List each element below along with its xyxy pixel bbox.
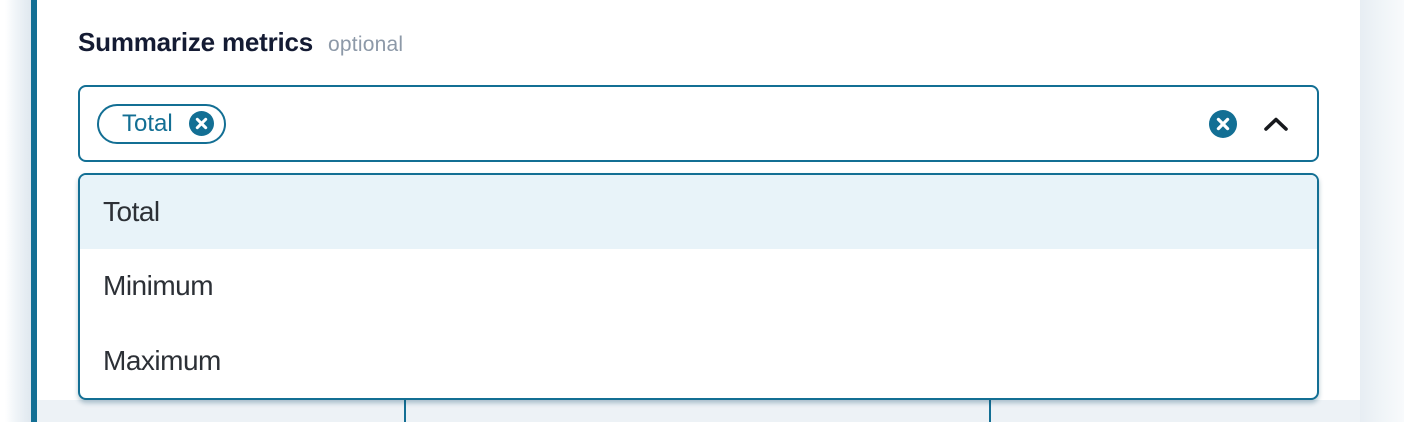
dropdown-option-minimum[interactable]: Minimum (103, 270, 214, 302)
summarize-metrics-select[interactable]: Total (78, 85, 1319, 162)
clear-selection-icon[interactable] (1209, 109, 1237, 138)
chevron-up-icon[interactable] (1263, 116, 1289, 132)
summarize-metrics-listbox: Total Minimum Maximum (78, 173, 1319, 400)
field-header: Summarize metrics optional (78, 27, 403, 58)
chip-label: Total (122, 109, 173, 137)
dropdown-option-maximum[interactable]: Maximum (103, 344, 221, 376)
selected-card-accent-bar (31, 0, 37, 422)
field-label: Summarize metrics (78, 27, 314, 57)
selected-chip-total[interactable]: Total (97, 103, 226, 144)
card-left-shadow (5, 0, 31, 422)
background-panel-divider (989, 400, 991, 422)
dropdown-option-total[interactable]: Total (80, 175, 1317, 250)
adjacent-panel-strip (1360, 0, 1404, 422)
optional-badge: optional (328, 33, 404, 56)
remove-chip-icon[interactable] (188, 111, 214, 136)
background-panel-divider (404, 400, 406, 422)
background-panel-band (37, 400, 1360, 422)
